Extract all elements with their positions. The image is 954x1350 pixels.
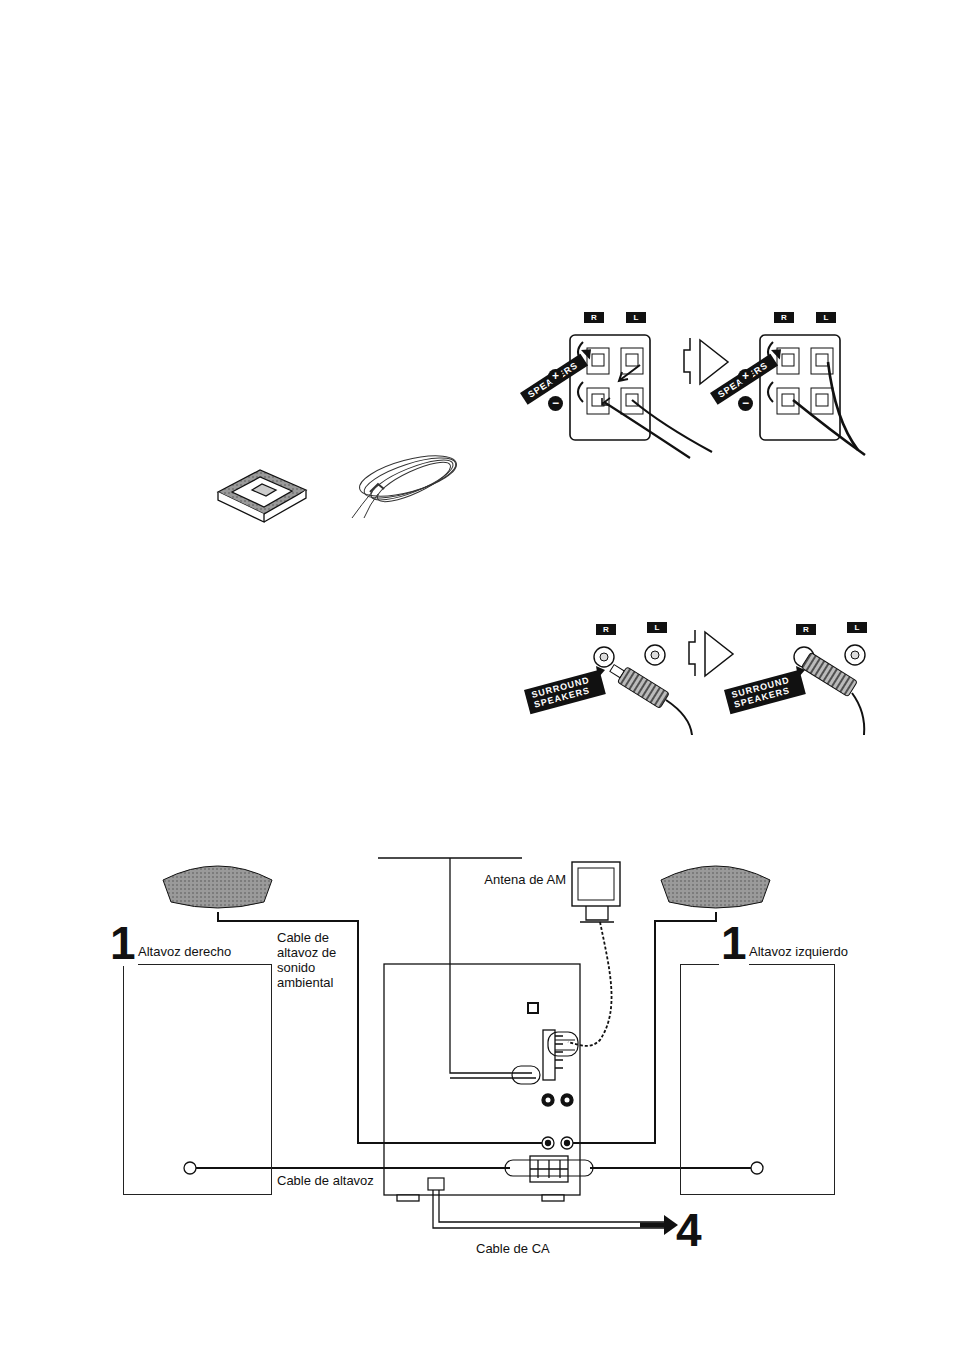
channel-tag: L (626, 312, 646, 323)
fm-wire-antenna (352, 448, 460, 518)
polarity-sign: + (548, 369, 563, 384)
part-label: Cable de CA (476, 1242, 550, 1257)
speaker-heading: Altavoz izquierdo (749, 945, 848, 958)
step-number: 1 (108, 920, 138, 966)
cables (196, 858, 751, 1235)
channel-tag: R (774, 312, 794, 323)
speaker-box: 1Altavoz derecho (123, 964, 272, 1195)
part-label: Cable de altavoz (277, 1174, 374, 1189)
channel-tag: R (596, 624, 616, 635)
surround-jack (594, 645, 692, 735)
terminal-label: SURROUND SPEAKERS (524, 670, 606, 714)
main-unit (184, 964, 763, 1201)
polarity-sign: + (738, 369, 753, 384)
terminal-label: SURROUND SPEAKERS (724, 670, 806, 714)
speaker-heading: Altavoz derecho (138, 945, 231, 958)
channel-tag: R (584, 312, 604, 323)
speaker-box: 1Altavoz izquierdo (680, 964, 835, 1195)
channel-tag: L (847, 622, 867, 633)
part-label: Cable de altavoz de sonido ambiental (277, 931, 355, 991)
part-label: Antena de AM (484, 873, 566, 888)
channel-tag: L (647, 622, 667, 633)
speaker-terminal (760, 335, 840, 440)
surround-speaker (163, 866, 770, 908)
step-number: 4 (676, 1204, 702, 1257)
polarity-sign: − (548, 396, 563, 411)
channel-tag: L (816, 312, 836, 323)
label-arrow-tip (581, 348, 805, 678)
polarity-sign: − (738, 396, 753, 411)
channel-tag: R (796, 624, 816, 635)
am-loop-antenna (218, 470, 306, 522)
step-number: 1 (719, 920, 749, 966)
